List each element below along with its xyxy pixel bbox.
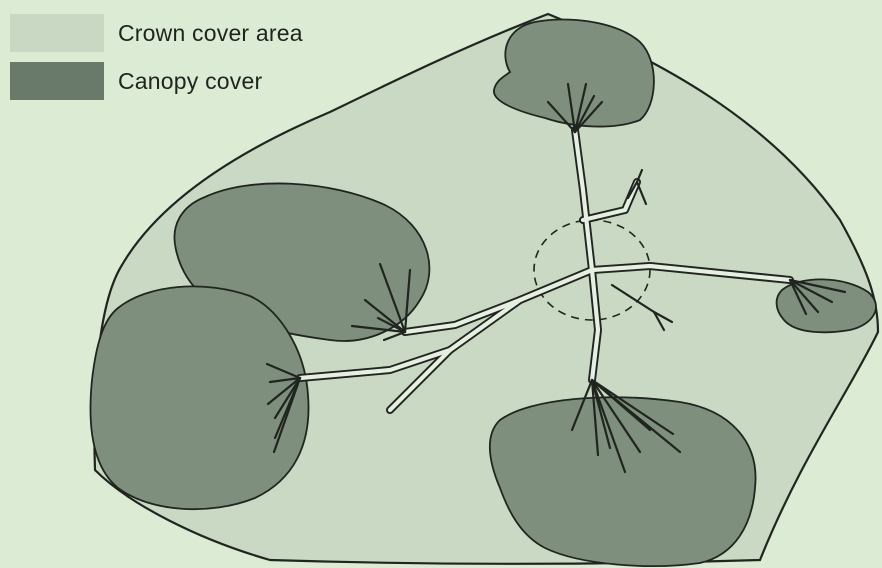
legend-swatch-dark <box>10 62 104 100</box>
legend-item-canopy-cover: Canopy cover <box>10 62 340 102</box>
legend-item-crown-cover-area: Crown cover area <box>10 14 340 54</box>
canopy-patch-top <box>494 19 654 126</box>
legend-swatch-light <box>10 14 104 52</box>
legend: Crown cover area Canopy cover <box>10 14 340 110</box>
legend-label-canopy-cover: Canopy cover <box>118 68 262 95</box>
legend-label-crown-cover-area: Crown cover area <box>118 20 303 47</box>
